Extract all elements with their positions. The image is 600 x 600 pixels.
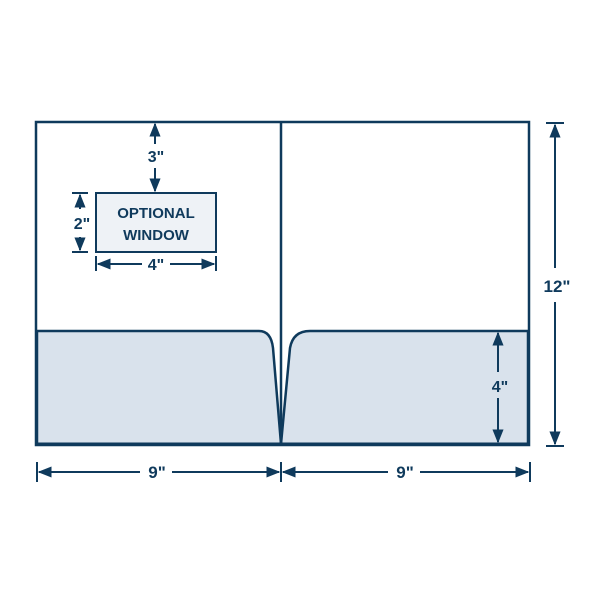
pocket-height-label: 4" xyxy=(492,379,508,396)
window-label-line1: OPTIONAL xyxy=(117,205,195,222)
right-pocket xyxy=(279,329,530,446)
left-panel-width-label: 9" xyxy=(148,463,166,482)
total-height-label: 12" xyxy=(544,277,571,296)
window-width-label: 4" xyxy=(148,257,164,274)
left-pocket xyxy=(35,329,283,446)
window-label-line2: WINDOW xyxy=(123,227,190,244)
window-top-offset-label: 3" xyxy=(148,149,164,166)
right-panel-width-label: 9" xyxy=(396,463,414,482)
optional-window xyxy=(95,192,217,253)
window-height-label: 2" xyxy=(74,216,90,233)
